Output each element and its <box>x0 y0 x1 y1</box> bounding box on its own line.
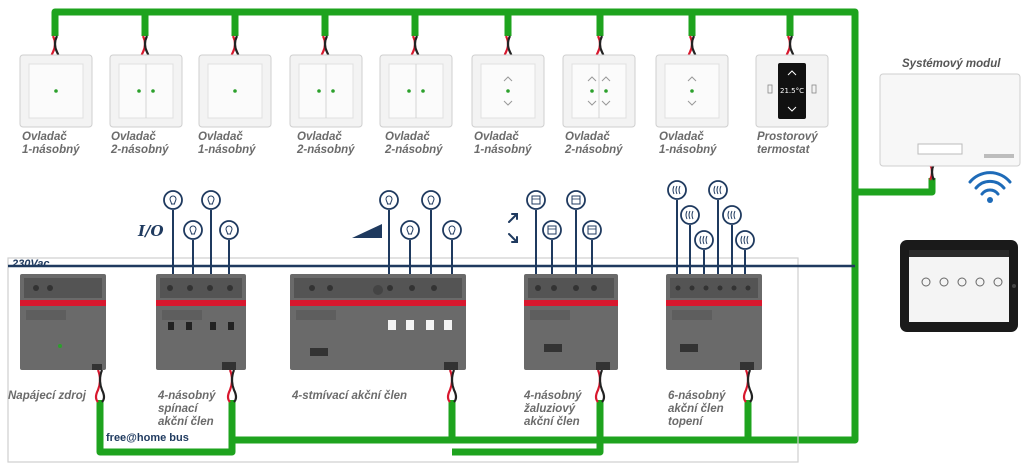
actuator-label-blind: 4-násobný žaluziový akční člen <box>524 390 582 428</box>
thermostat-readout: 21.5°C <box>780 87 804 95</box>
bulb-icon <box>400 220 420 240</box>
heating-icon <box>722 205 742 225</box>
device-blind-actuator <box>524 274 618 370</box>
switch-label-6: Ovladač 1-násobný <box>474 131 532 156</box>
tablet <box>900 240 1018 332</box>
switch-label-2: Ovladač 2-násobný <box>111 131 169 156</box>
blind-icon <box>566 190 586 210</box>
switch-label-4: Ovladač 2-násobný <box>297 131 355 156</box>
blind-icon <box>582 220 602 240</box>
supply-voltage-label: 230Vac <box>12 258 50 270</box>
switch-7 <box>562 54 636 128</box>
thermostat-label: Prostorový termostat <box>757 131 818 156</box>
switch-label-8: Ovladač 1-násobný <box>659 131 717 156</box>
actuator-label-power-supply: Napájecí zdroj <box>8 390 86 402</box>
io-label: I/O <box>138 222 164 240</box>
heating-icon <box>708 180 728 200</box>
device-dimmer-actuator <box>290 274 466 370</box>
dimmer-ramp-icon <box>352 224 382 238</box>
switch-label-3: Ovladač 1-násobný <box>198 131 256 156</box>
thermostat-panel: 21.5°C <box>755 54 829 128</box>
dimmer-bulb-icons <box>379 190 462 240</box>
heating-icon <box>680 205 700 225</box>
heating-icon <box>667 180 687 200</box>
switch-3 <box>198 54 272 128</box>
switch-4 <box>289 54 363 128</box>
bulb-icon <box>201 190 221 210</box>
wifi-icon <box>968 171 1012 203</box>
system-module <box>879 73 1021 167</box>
bulb-icon <box>421 190 441 210</box>
switch-2 <box>109 54 183 128</box>
bulb-icon <box>219 220 239 240</box>
device-power-supply <box>20 274 106 370</box>
switch-1 <box>19 54 93 128</box>
bus-lines <box>51 8 936 456</box>
heating-actuator-icons <box>667 180 755 250</box>
heating-icon <box>694 230 714 250</box>
bulb-icon <box>163 190 183 210</box>
bulb-icon <box>442 220 462 240</box>
arrows-updown-icon <box>508 213 518 243</box>
actuator-label-switch: 4-násobný spínací akční člen <box>158 390 216 428</box>
heating-icon <box>735 230 755 250</box>
distribution-rail-box <box>7 257 799 463</box>
blind-actuator-icons <box>526 190 602 240</box>
switch-6 <box>471 54 545 128</box>
bulb-icon <box>183 220 203 240</box>
device-heating-actuator <box>666 274 762 370</box>
switch-panels: 21.5°C <box>19 54 829 128</box>
switch-label-7: Ovladač 2-násobný <box>565 131 623 156</box>
switch-actuator-bulb-icons <box>163 190 239 240</box>
blind-icon <box>542 220 562 240</box>
system-module-title: Systémový modul <box>902 58 1001 70</box>
bus-label: free@home bus <box>106 432 189 444</box>
bulb-icon <box>379 190 399 210</box>
blind-icon <box>526 190 546 210</box>
device-switch-actuator <box>156 274 246 370</box>
switch-label-1: Ovladač 1-násobný <box>22 131 80 156</box>
switch-label-5: Ovladač 2-násobný <box>385 131 443 156</box>
switch-5 <box>379 54 453 128</box>
load-lines <box>172 200 746 278</box>
din-devices <box>20 274 762 370</box>
switch-8 <box>655 54 729 128</box>
actuator-label-heating: 6-násobný akční člen topení <box>668 390 726 428</box>
actuator-label-dimmer: 4-stmívací akční člen <box>292 390 408 402</box>
